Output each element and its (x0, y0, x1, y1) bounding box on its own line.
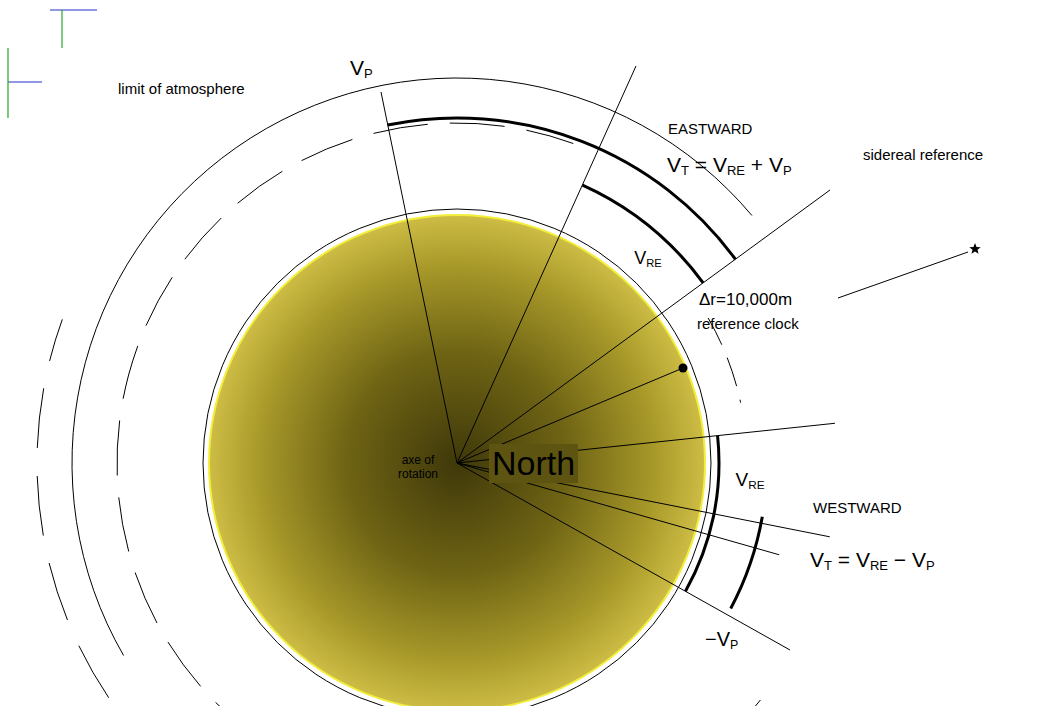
axis-mark (7, 48, 8, 118)
radial-line (457, 190, 830, 463)
velocity-label: VP (350, 56, 373, 80)
equation-label: VT = VRE − VP (810, 548, 935, 572)
sidereal-line (838, 252, 968, 298)
velocity-arc (731, 517, 763, 609)
velocity-arc (685, 436, 719, 592)
radial-line (381, 92, 457, 463)
axis-mark (61, 10, 62, 48)
velocity-arc (388, 118, 736, 259)
radial-line (457, 66, 636, 463)
earth-disc (209, 215, 705, 706)
reference-label: sidereal reference (863, 146, 983, 163)
axis-mark (8, 81, 42, 82)
velocity-label: VRE (735, 469, 764, 491)
atmosphere-label: limit of atmosphere (118, 80, 245, 97)
equation-label: VT = VRE + VP (667, 153, 792, 177)
north-label: North (489, 444, 578, 483)
star-symbol (969, 243, 980, 254)
dimension-label: Δr=10,000m (699, 290, 792, 310)
axis-mark (50, 9, 97, 10)
surface-ring (203, 209, 711, 706)
dashed-arc (37, 319, 313, 706)
direction-label: EASTWARD (668, 120, 752, 137)
clock-label: reference clock (697, 315, 799, 332)
radial-line (457, 463, 790, 650)
velocity-label: −VP (705, 628, 738, 651)
velocity-label: VRE (634, 248, 662, 269)
direction-label: WESTWARD (813, 499, 902, 516)
dashed-arc (117, 123, 573, 706)
velocity-arc (583, 185, 704, 283)
clock-dot (679, 364, 688, 373)
axis-label: axe of rotation (388, 454, 448, 482)
atmosphere-limit (72, 78, 752, 656)
dashed-arc (638, 700, 761, 706)
